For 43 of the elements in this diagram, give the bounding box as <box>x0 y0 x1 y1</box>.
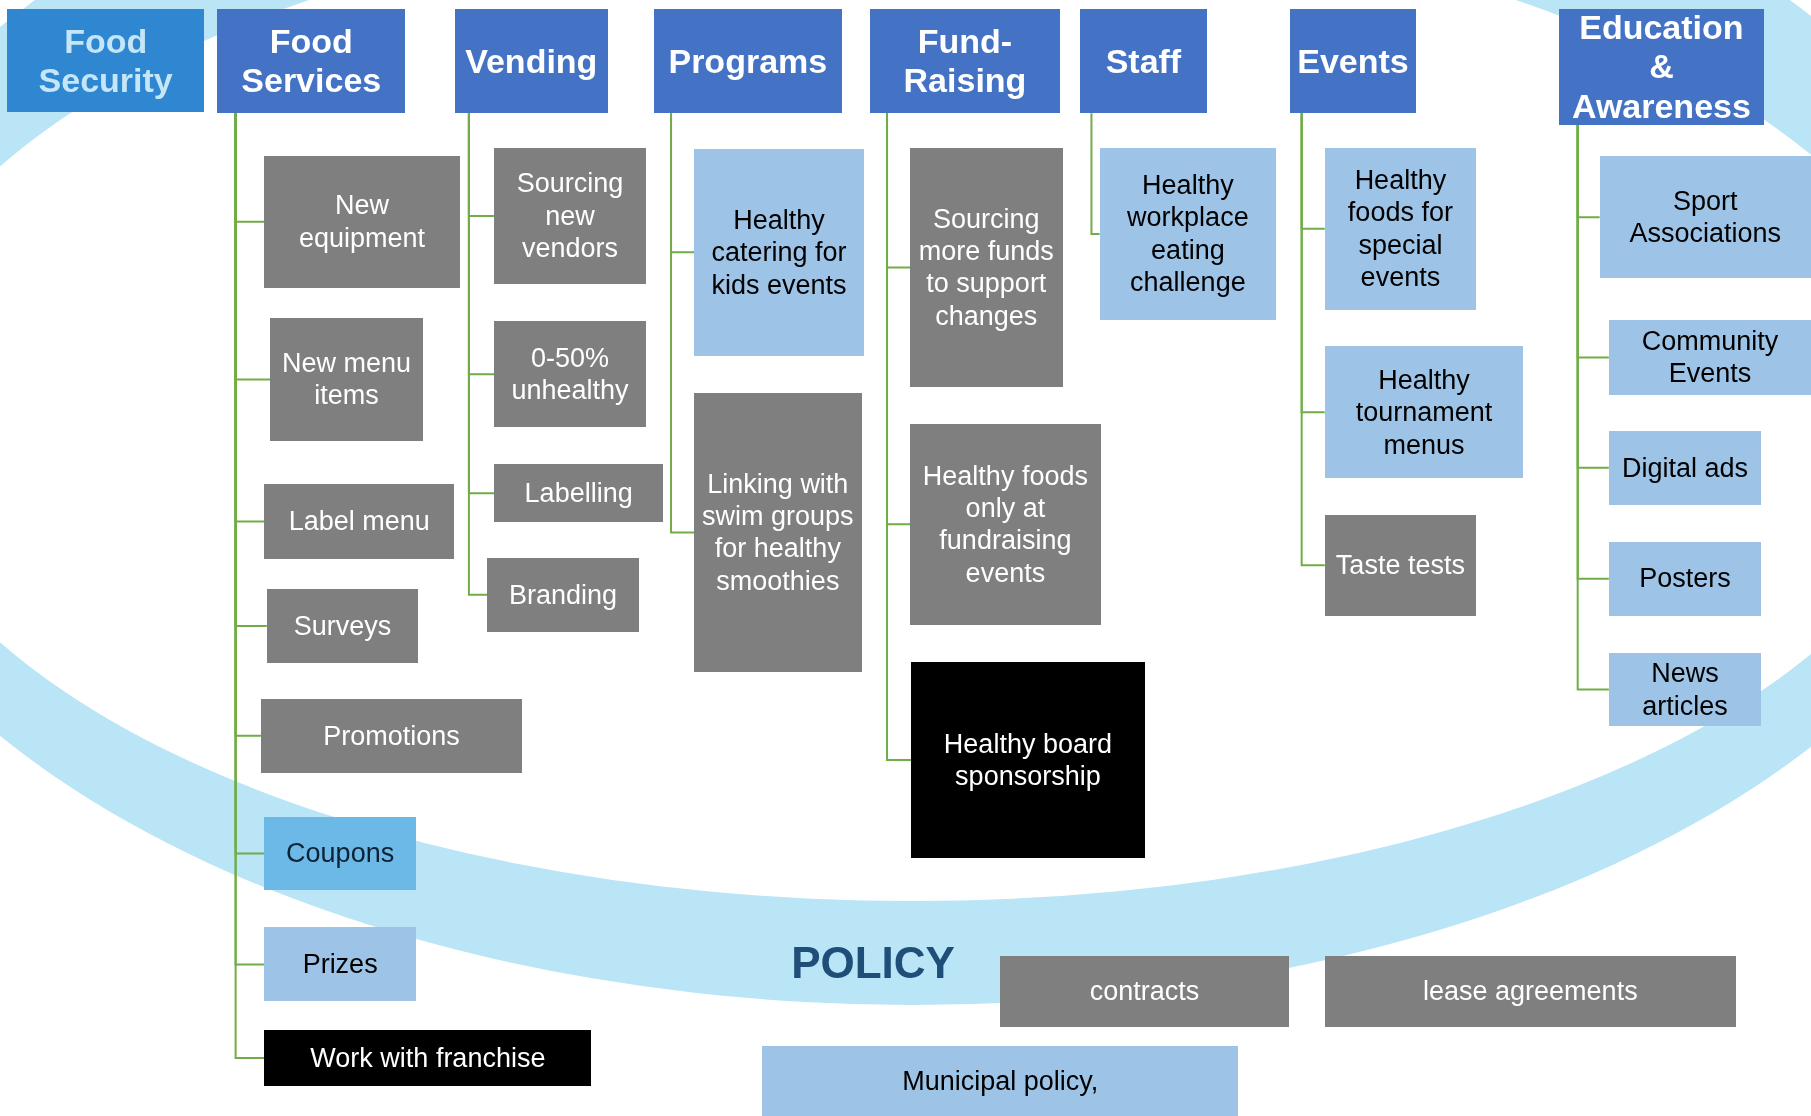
action-box: New equipment <box>264 155 460 288</box>
action-box: Branding <box>487 557 639 632</box>
section-title: POLICY <box>791 936 955 989</box>
category-header: Food Security <box>6 9 205 112</box>
action-box: lease agreements <box>1324 956 1736 1027</box>
action-box: Healthy foods only at fundraising events <box>910 423 1101 625</box>
tree-connector <box>1090 112 1101 235</box>
action-box: News articles <box>1608 652 1762 727</box>
action-box: contracts <box>1000 956 1289 1027</box>
category-header: Vending <box>455 9 608 114</box>
action-box: Surveys <box>266 589 419 663</box>
action-box: Healthy board sponsorship <box>911 661 1145 859</box>
action-box: Digital ads <box>1608 430 1762 505</box>
category-header: Education & Awareness <box>1559 9 1764 125</box>
action-box: Sport Associations <box>1599 155 1811 279</box>
action-box: 0-50% unhealthy <box>494 321 646 428</box>
action-box: Community Events <box>1608 319 1811 395</box>
action-box: Sourcing new vendors <box>494 147 646 285</box>
tree-connector <box>467 112 489 596</box>
action-box: Taste tests <box>1324 515 1477 616</box>
category-header: Programs <box>653 9 842 114</box>
action-box: Municipal policy, <box>762 1046 1239 1116</box>
action-box: Posters <box>1608 541 1762 616</box>
action-box: Labelling <box>494 464 663 523</box>
category-header: Fund-Raising <box>869 9 1061 114</box>
tree-connector <box>1300 112 1326 567</box>
action-box: Work with franchise <box>264 1030 592 1086</box>
action-box: Healthy tournament menus <box>1324 346 1524 479</box>
action-box: Healthy workplace eating challenge <box>1099 147 1277 320</box>
action-box: Promotions <box>261 698 523 773</box>
category-header: Staff <box>1079 9 1207 114</box>
action-box: Sourcing more funds to support changes <box>910 147 1063 387</box>
tree-connector <box>1576 123 1610 691</box>
category-header: Food Services <box>217 9 406 114</box>
action-box: New menu items <box>270 317 423 442</box>
tree-connector <box>670 112 696 534</box>
action-box: Prizes <box>264 927 416 1002</box>
action-box: Coupons <box>264 816 416 891</box>
action-box: Label menu <box>264 483 454 559</box>
action-box: Linking with swim groups for healthy smoothies <box>694 392 862 673</box>
category-header: Events <box>1290 9 1416 114</box>
action-box: Healthy foods for special events <box>1324 147 1477 310</box>
action-box: Healthy catering for kids events <box>694 149 864 356</box>
